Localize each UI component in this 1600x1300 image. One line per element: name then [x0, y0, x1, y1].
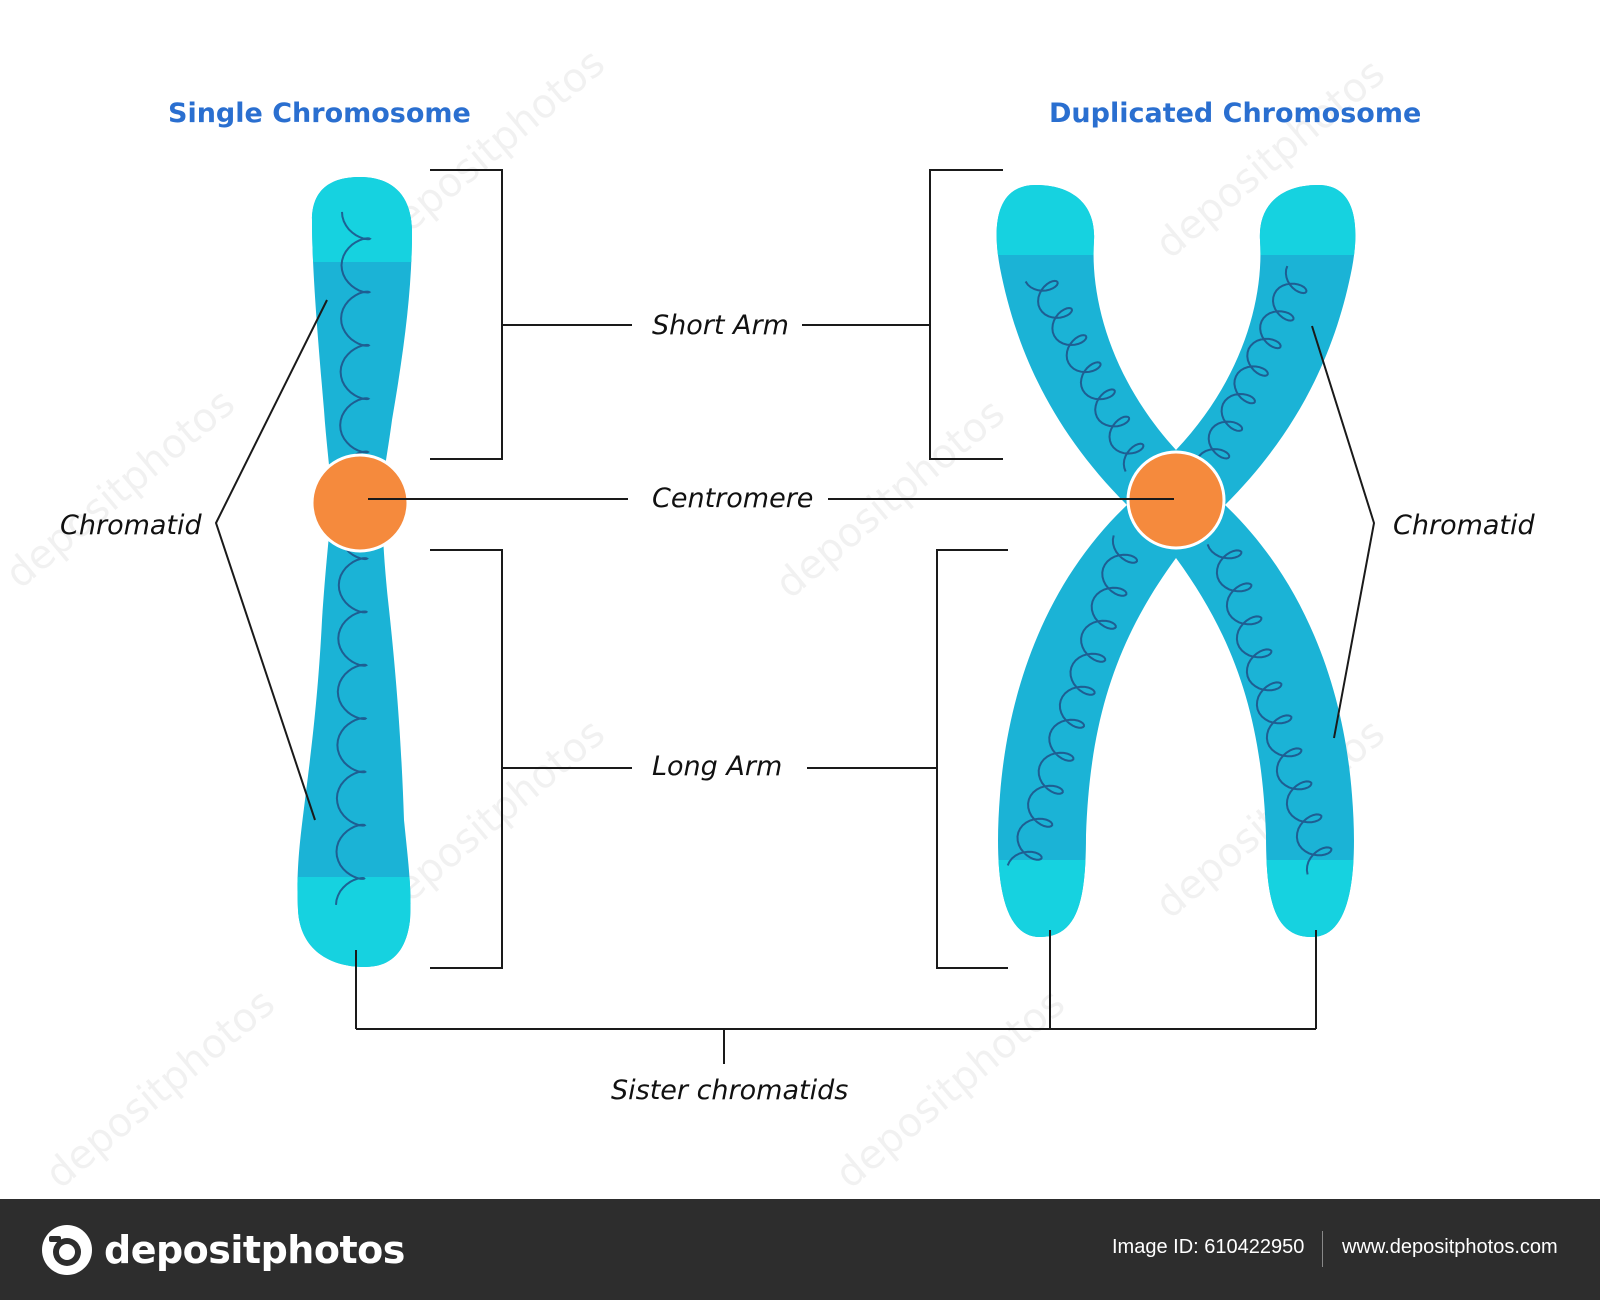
image-id-text: Image ID: 610422950 [1112, 1236, 1305, 1258]
footer-divider [1322, 1231, 1323, 1267]
chromosome-diagram: depositphotos depositphotos depositphoto… [0, 40, 1536, 1198]
dna-coil [1006, 535, 1139, 866]
footer-bar: depositphotos Image ID: 610422950 www.de… [0, 1199, 1600, 1300]
chromatid-label-left: Chromatid [60, 510, 203, 541]
dna-coil [1206, 543, 1333, 875]
watermark-text: depositphotos [0, 380, 244, 598]
right-brackets [802, 169, 1376, 969]
long-arm-bracket-left [430, 549, 503, 969]
single-centromere [310, 453, 410, 553]
brand-logo[interactable]: depositphotos [40, 1219, 405, 1281]
chromosome-tip [297, 177, 412, 262]
short-arm-label: Short Arm [652, 310, 789, 341]
left-brackets [214, 169, 632, 969]
single-chromosome-title: Single Chromosome [168, 98, 471, 129]
duplicated-chromosome [996, 185, 1356, 937]
chromosome-body [996, 185, 1356, 937]
dna-coil [1024, 279, 1145, 472]
dna-coil [1196, 265, 1308, 460]
short-arm-bracket-left [430, 169, 503, 460]
short-arm-bracket-right [929, 169, 1003, 460]
brand-name: depositphotos [104, 1228, 405, 1272]
long-arm-bracket-right [936, 549, 1008, 969]
chromosome-body [297, 177, 412, 967]
chromatid-leader-right [1311, 325, 1376, 739]
site-url-link[interactable]: www.depositphotos.com [1342, 1236, 1558, 1258]
camera-icon [42, 1225, 92, 1275]
chromatid-label-right: Chromatid [1393, 510, 1536, 541]
chromatid-leader-left [214, 299, 328, 821]
duplicated-chromosome-title: Duplicated Chromosome [1049, 98, 1421, 129]
watermark-layer: depositphotos depositphotos depositphoto… [0, 40, 1394, 1198]
single-chromosome [297, 177, 412, 967]
sister-chromatids-bracket [355, 930, 1317, 1064]
watermark-text: depositphotos [37, 980, 284, 1198]
dna-coil [335, 211, 372, 906]
sister-chromatids-label: Sister chromatids [611, 1075, 848, 1106]
watermark-text: depositphotos [827, 980, 1074, 1198]
long-arm-label: Long Arm [652, 751, 782, 782]
centromere-label: Centromere [652, 483, 813, 514]
